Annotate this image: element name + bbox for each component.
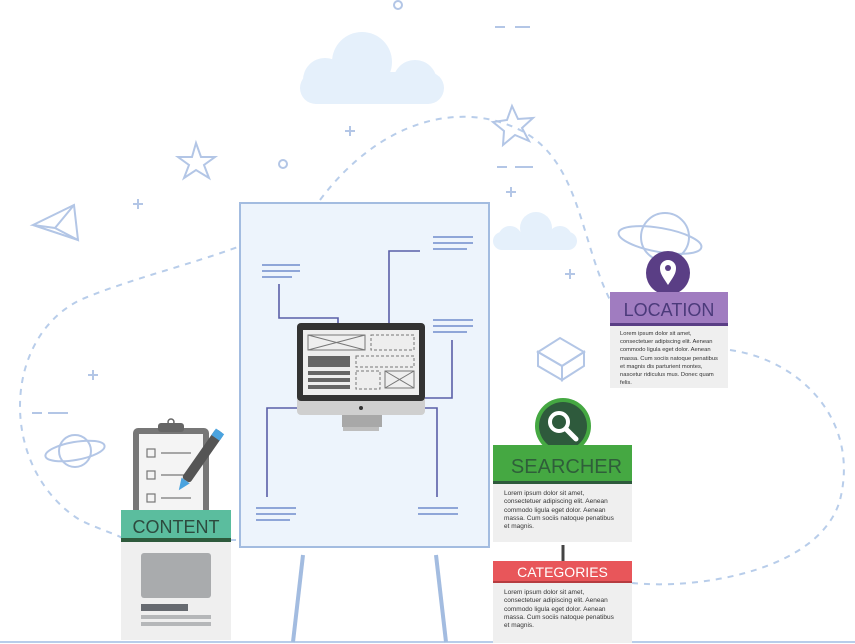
cloud-icon (493, 212, 577, 250)
circle-icon (278, 159, 288, 169)
monitor-icon (297, 323, 425, 431)
categories-title: CATEGORIES (493, 561, 632, 583)
clipboard-icon (133, 418, 225, 518)
star-icon (174, 139, 219, 181)
search-icon (535, 398, 591, 454)
planet-icon (44, 434, 106, 468)
categories-text: Lorem ipsum dolor sit amet, consectetuer… (493, 583, 632, 643)
star-icon (490, 103, 536, 148)
text-lines (256, 236, 473, 521)
location-title: LOCATION (610, 292, 728, 326)
content-body (121, 542, 231, 640)
cube-icon (536, 336, 586, 382)
location-card: LOCATION Lorem ipsum dolor sit amet, con… (610, 292, 728, 388)
circle-icon (393, 0, 403, 10)
dash-icon (32, 26, 533, 414)
categories-card: CATEGORIES Lorem ipsum dolor sit amet, c… (493, 561, 632, 643)
location-text: Lorem ipsum dolor sit amet, consectetuer… (610, 326, 728, 388)
text-placeholder (141, 615, 211, 619)
searcher-title: SEARCHER (493, 445, 632, 484)
searcher-card: SEARCHER Lorem ipsum dolor sit amet, con… (493, 445, 632, 542)
title-placeholder (141, 604, 188, 611)
searcher-text: Lorem ipsum dolor sit amet, consectetuer… (493, 484, 632, 542)
content-title: CONTENT (121, 510, 231, 542)
cloud-icon (300, 32, 444, 104)
image-placeholder (141, 553, 211, 598)
pen-icon (178, 428, 225, 491)
paper-plane-icon (29, 203, 80, 242)
content-card: CONTENT (121, 510, 231, 640)
map-pin-icon (646, 251, 690, 295)
text-placeholder (141, 622, 211, 626)
connector-lines (266, 250, 453, 497)
plus-icon (88, 126, 575, 380)
